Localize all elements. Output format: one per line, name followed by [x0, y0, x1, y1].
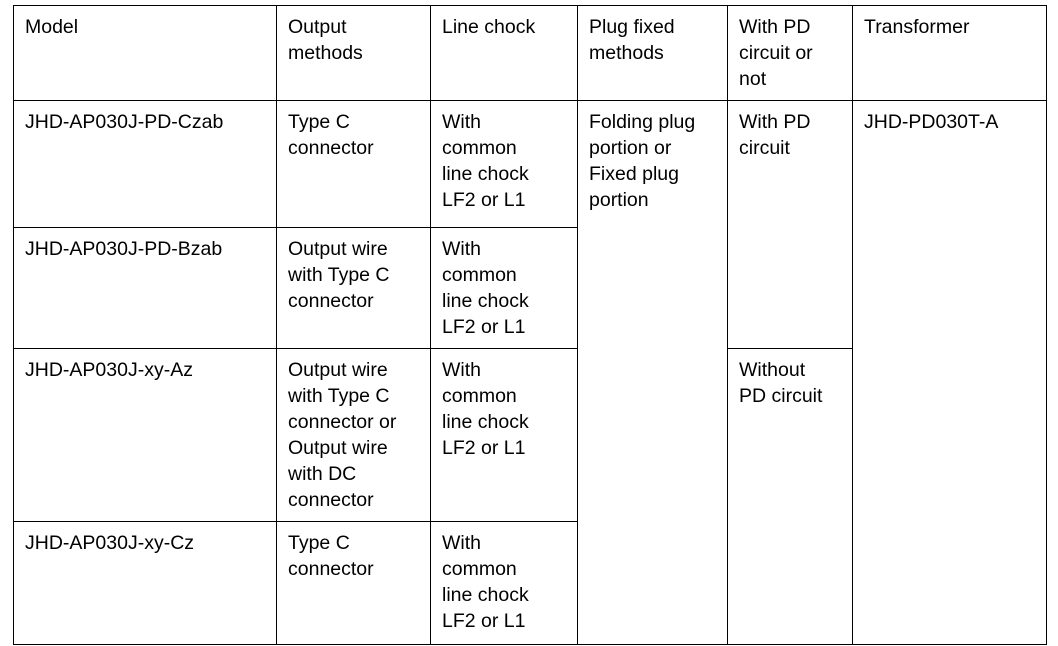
- cell-transformer: JHD-PD030T-A: [852, 100, 1047, 645]
- value-line-chock: With common line chock LF2 or L1: [442, 359, 529, 459]
- header-cell-plug-fixed-methods: Plug fixed methods: [577, 5, 728, 101]
- table-row: JHD-AP030J-xy-Az Output wire with Type C…: [13, 348, 1047, 645]
- header-label-pd-circuit: With PD circuit or not: [739, 16, 813, 90]
- header-cell-line-chock: Line chock: [430, 5, 578, 101]
- cell-pd-circuit-with: With PD circuit: [727, 100, 853, 349]
- cell-plug-fixed-methods: Folding plug portion or Fixed plug porti…: [577, 100, 728, 645]
- product-specification-table: Model Output methods Line chock Plug fix…: [13, 5, 1047, 645]
- header-label-plug-fixed-methods: Plug fixed methods: [589, 16, 675, 64]
- cell-model: JHD-AP030J-xy-Cz: [13, 521, 277, 645]
- header-cell-pd-circuit: With PD circuit or not: [727, 5, 853, 101]
- header-cell-output-methods: Output methods: [276, 5, 431, 101]
- value-model: JHD-AP030J-xy-Cz: [25, 532, 195, 554]
- value-output-methods: Type C connector: [288, 111, 374, 159]
- header-label-transformer: Transformer: [864, 16, 970, 38]
- cell-line-chock: With common line chock LF2 or L1: [430, 348, 578, 522]
- value-line-chock: With common line chock LF2 or L1: [442, 532, 529, 632]
- value-model: JHD-AP030J-xy-Az: [25, 359, 193, 381]
- cell-output-methods: Output wire with Type C connector: [276, 227, 431, 349]
- value-transformer: JHD-PD030T-A: [864, 111, 999, 133]
- table-header-row: Model Output methods Line chock Plug fix…: [13, 5, 1047, 101]
- header-label-output-methods: Output methods: [288, 16, 363, 64]
- header-label-model: Model: [25, 16, 79, 38]
- value-line-chock: With common line chock LF2 or L1: [442, 111, 529, 211]
- cell-line-chock: With common line chock LF2 or L1: [430, 521, 578, 645]
- cell-output-methods: Type C connector: [276, 100, 431, 228]
- value-line-chock: With common line chock LF2 or L1: [442, 238, 529, 338]
- cell-model: JHD-AP030J-PD-Czab: [13, 100, 277, 228]
- table-row: JHD-AP030J-PD-Bzab Output wire with Type…: [13, 227, 1047, 349]
- value-pd-circuit-without: Without PD circuit: [739, 359, 823, 407]
- cell-output-methods: Type C connector: [276, 521, 431, 645]
- header-cell-transformer: Transformer: [852, 5, 1047, 101]
- value-plug-fixed-methods: Folding plug portion or Fixed plug porti…: [589, 111, 696, 211]
- cell-pd-circuit-without: Without PD circuit: [727, 348, 853, 645]
- value-model: JHD-AP030J-PD-Bzab: [25, 238, 223, 260]
- value-output-methods: Output wire with Type C connector or Out…: [288, 359, 397, 511]
- value-output-methods: Output wire with Type C connector: [288, 238, 390, 312]
- cell-output-methods: Output wire with Type C connector or Out…: [276, 348, 431, 522]
- value-model: JHD-AP030J-PD-Czab: [25, 111, 224, 133]
- header-cell-model: Model: [13, 5, 277, 101]
- table-row: JHD-AP030J-xy-Cz Type C connector With c…: [13, 521, 1047, 645]
- cell-model: JHD-AP030J-PD-Bzab: [13, 227, 277, 349]
- value-output-methods: Type C connector: [288, 532, 374, 580]
- value-pd-circuit-with: With PD circuit: [739, 111, 811, 159]
- cell-line-chock: With common line chock LF2 or L1: [430, 227, 578, 349]
- cell-model: JHD-AP030J-xy-Az: [13, 348, 277, 522]
- cell-line-chock: With common line chock LF2 or L1: [430, 100, 578, 228]
- table-row: JHD-AP030J-PD-Czab Type C connector With…: [13, 100, 1047, 645]
- header-label-line-chock: Line chock: [442, 16, 536, 38]
